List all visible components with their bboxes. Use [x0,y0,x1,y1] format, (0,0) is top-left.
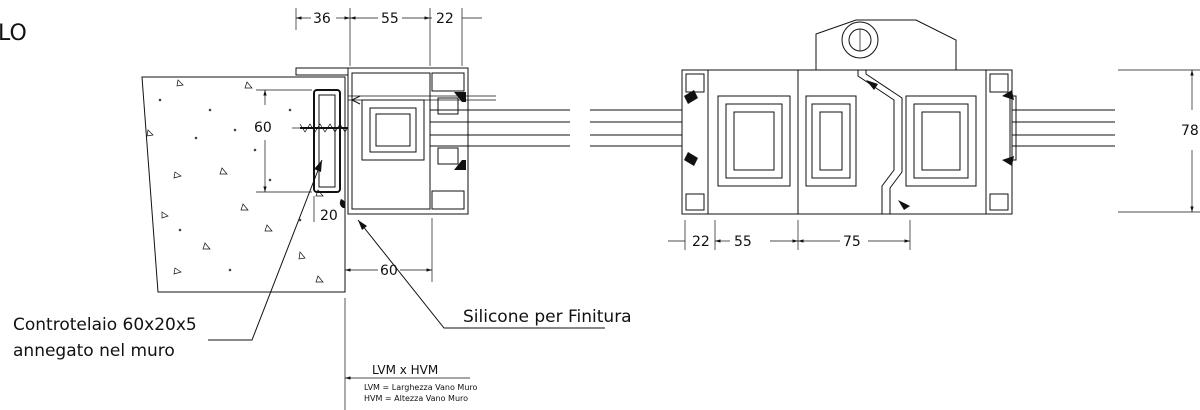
center-sash-profile [681,69,1014,215]
concrete-hatch [146,79,324,283]
top-dim-55: 55 [381,11,399,27]
legend-title: LVM x HVM [372,363,438,377]
top-dim-36: 36 [313,11,331,27]
counterframe-tube-inner [318,94,336,188]
wall-offset-dimension: 60 [345,218,433,282]
legend-line1: LVM = Larghezza Vano Muro [364,383,478,392]
right-frame-profile [1009,95,1017,161]
wall-height-value: 60 [254,120,272,136]
bottom-dimension-chain: 22 55 75 [668,220,911,250]
top-dim-22: 22 [436,11,454,27]
silicone-label: Silicone per Finitura [463,307,632,327]
right-height-dimension: 78 [1118,69,1200,213]
wall-offset-value: 60 [380,263,398,279]
bottom-dim-22: 22 [692,234,710,250]
top-dimension-chain: 36 55 22 [295,8,482,66]
wall-depth-dimension: 20 [313,196,338,224]
wall-depth-value: 20 [320,208,338,224]
legend-line2: HVM = Altezza Vano Muro [364,394,468,403]
bottom-dim-75: 75 [843,234,861,250]
left-frame-profile [295,67,496,215]
concrete-wall [141,76,346,293]
counterframe-tube [313,89,341,193]
corner-fragment-text: LO [0,21,27,46]
counterframe-label-line2: annegato nel muro [13,341,175,361]
silicone-bead [339,199,346,208]
wall-height-dimension: 60 [254,89,312,193]
counterframe-label-line1: Controtelaio 60x20x5 [13,315,197,335]
silicone-leader: Silicone per Finitura [357,219,632,329]
window-handle [815,19,957,71]
right-height-value: 78 [1181,123,1199,139]
legend-block: LVM x HVM LVM = Larghezza Vano Muro HVM … [344,298,478,410]
counterframe-leader: Controtelaio 60x20x5 annegato nel muro [13,159,323,361]
bottom-dim-55: 55 [734,234,752,250]
